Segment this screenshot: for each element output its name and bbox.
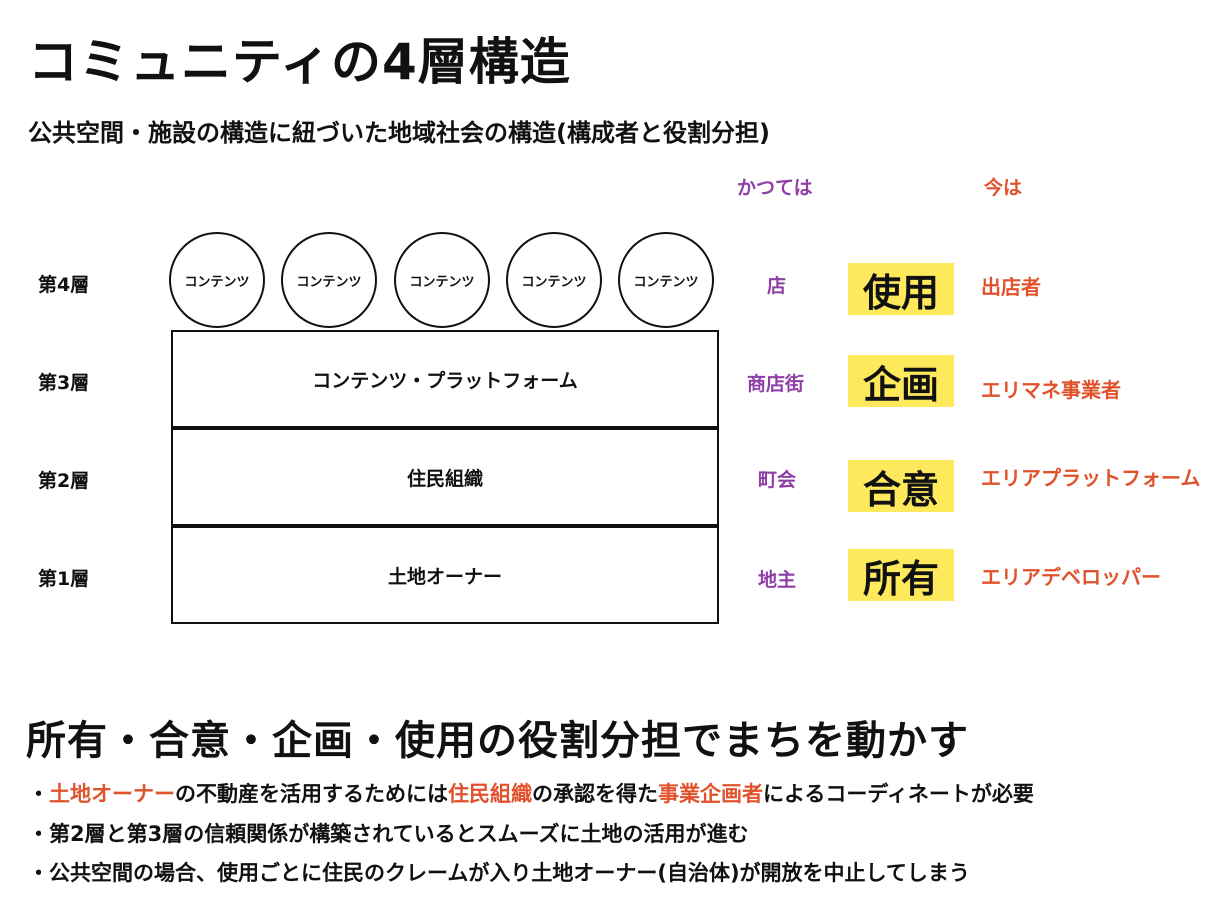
bullet-segment: の不動産を活用するためには <box>175 782 448 806</box>
bullet-segment: 土地オーナー <box>49 782 175 806</box>
bullet-segment: 事業企画者 <box>658 782 763 806</box>
role-badge-use: 使用 <box>848 263 954 315</box>
content-circle: コンテンツ <box>618 232 714 328</box>
layer-4-now: 出店者 <box>981 275 1041 299</box>
bullet-segment: 住民組織 <box>448 782 532 806</box>
role-badge-consensus: 合意 <box>848 460 954 512</box>
content-circle: コンテンツ <box>169 232 265 328</box>
bullet-item: ・公共空間の場合、使用ごとに住民のクレームが入り土地オーナー(自治体)が開放を中… <box>28 857 970 887</box>
bullet-item: ・土地オーナーの不動産を活用するためには住民組織の承認を得た事業企画者によるコー… <box>28 778 1034 808</box>
layer-4-past: 店 <box>767 275 787 297</box>
bullet-mark: ・ <box>28 822 49 846</box>
layer-3-now: エリマネ事業者 <box>981 378 1121 402</box>
layer-3-box: コンテンツ・プラットフォーム <box>171 330 719 428</box>
content-circle: コンテンツ <box>506 232 602 328</box>
bullet-segment: の承認を得た <box>532 782 658 806</box>
past-column-header: かつては <box>737 177 813 199</box>
content-circle: コンテンツ <box>281 232 377 328</box>
section-heading: 所有・合意・企画・使用の役割分担でまちを動かす <box>26 718 969 764</box>
bullet-item: ・第2層と第3層の信頼関係が構築されているとスムーズに土地の活用が進む <box>28 818 749 848</box>
layer-4-label: 第4層 <box>38 274 90 296</box>
layer-3-label: 第3層 <box>38 372 90 394</box>
layer-2-past: 町会 <box>758 469 797 491</box>
layer-2-label: 第2層 <box>38 470 90 492</box>
layer-2-now: エリアプラットフォーム <box>981 466 1201 490</box>
page-subtitle: 公共空間・施設の構造に紐づいた地域社会の構造(構成者と役割分担) <box>28 119 770 147</box>
role-badge-plan: 企画 <box>848 355 954 407</box>
bullet-segment: 公共空間の場合、使用ごとに住民のクレームが入り土地オーナー(自治体)が開放を中止… <box>49 861 970 885</box>
layer-1-now: エリアデベロッパー <box>981 565 1161 589</box>
bullet-segment: によるコーディネートが必要 <box>763 782 1034 806</box>
layer-3-past: 商店街 <box>747 373 805 395</box>
role-badge-ownership: 所有 <box>848 549 954 601</box>
now-column-header: 今は <box>984 177 1023 199</box>
layer-2-box: 住民組織 <box>171 428 719 526</box>
bullet-mark: ・ <box>28 782 49 806</box>
layer-1-label: 第1層 <box>38 568 90 590</box>
page-title: コミュニティの4層構造 <box>28 33 571 91</box>
layer-1-box: 土地オーナー <box>171 526 719 624</box>
layer-1-past: 地主 <box>758 569 797 591</box>
content-circle: コンテンツ <box>394 232 490 328</box>
bullet-mark: ・ <box>28 861 49 885</box>
bullet-segment: 第2層と第3層の信頼関係が構築されているとスムーズに土地の活用が進む <box>49 822 749 846</box>
